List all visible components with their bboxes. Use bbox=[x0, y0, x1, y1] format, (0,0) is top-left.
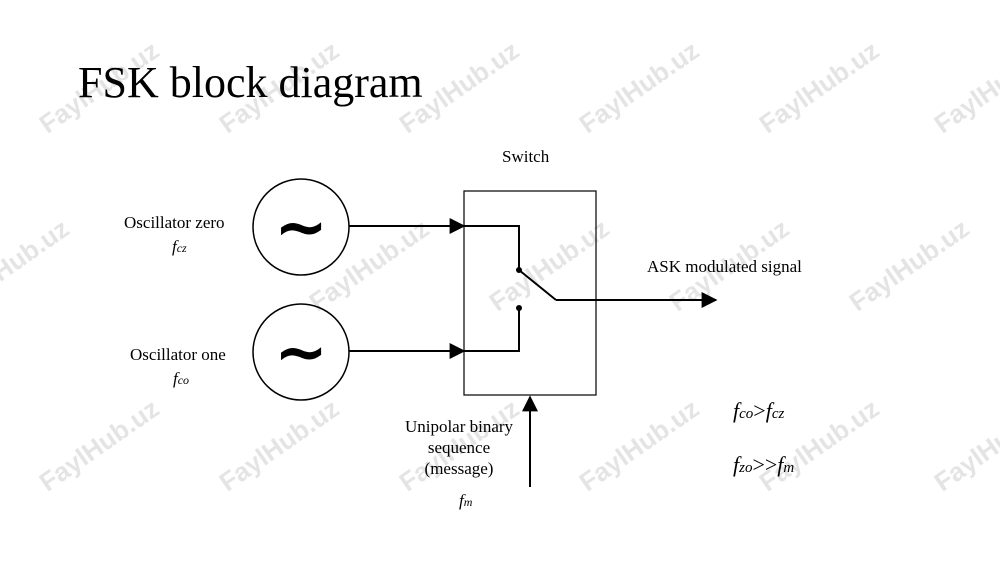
oscillator-zero-label: Oscillator zero bbox=[124, 213, 225, 232]
oscillator-zero-frequency: fcz bbox=[172, 236, 187, 259]
frequency-subscript: cz bbox=[176, 241, 187, 255]
relation-subscript: cz bbox=[771, 406, 785, 422]
message-label-line: sequence bbox=[427, 438, 491, 457]
frequency-relation-1: fco>fcz bbox=[733, 398, 784, 427]
message-label-line: (message) bbox=[424, 459, 494, 478]
frequency-subscript: co bbox=[177, 373, 190, 387]
relation-symbol: f bbox=[777, 452, 784, 477]
switch-lever bbox=[518, 269, 557, 301]
message-frequency: fm bbox=[459, 490, 472, 513]
output-signal-label: ASK modulated signal bbox=[647, 257, 802, 276]
relation-symbol: f bbox=[733, 452, 740, 477]
oscillator-zero-tilde-icon: ~ bbox=[274, 191, 328, 265]
page-title: FSK block diagram bbox=[78, 58, 423, 107]
switch-upper-contact bbox=[464, 225, 520, 270]
switch-lower-terminal bbox=[516, 305, 522, 311]
frequency-relation-2: fzo>>fm bbox=[733, 452, 794, 481]
relation-operator: >> bbox=[752, 452, 778, 477]
oscillator-one-frequency: fco bbox=[173, 368, 189, 391]
relation-symbol: f bbox=[733, 398, 740, 423]
message-label: Unipolar binary sequence (message) bbox=[392, 416, 526, 479]
oscillator-one-tilde-icon: ~ bbox=[274, 316, 328, 390]
relation-subscript: m bbox=[783, 460, 795, 476]
frequency-symbol: f bbox=[459, 491, 464, 510]
frequency-subscript: m bbox=[463, 495, 473, 509]
relation-operator: > bbox=[753, 398, 766, 423]
switch-box bbox=[463, 190, 597, 396]
switch-label: Switch bbox=[502, 147, 550, 166]
oscillator-one-label: Oscillator one bbox=[130, 345, 226, 364]
relation-symbol: f bbox=[765, 398, 772, 423]
frequency-symbol: f bbox=[173, 369, 178, 388]
message-label-line: Unipolar binary bbox=[404, 417, 514, 436]
relation-subscript: co bbox=[739, 406, 754, 422]
switch-lower-contact bbox=[464, 308, 520, 352]
frequency-symbol: f bbox=[172, 237, 177, 256]
relation-subscript: zo bbox=[739, 460, 753, 476]
